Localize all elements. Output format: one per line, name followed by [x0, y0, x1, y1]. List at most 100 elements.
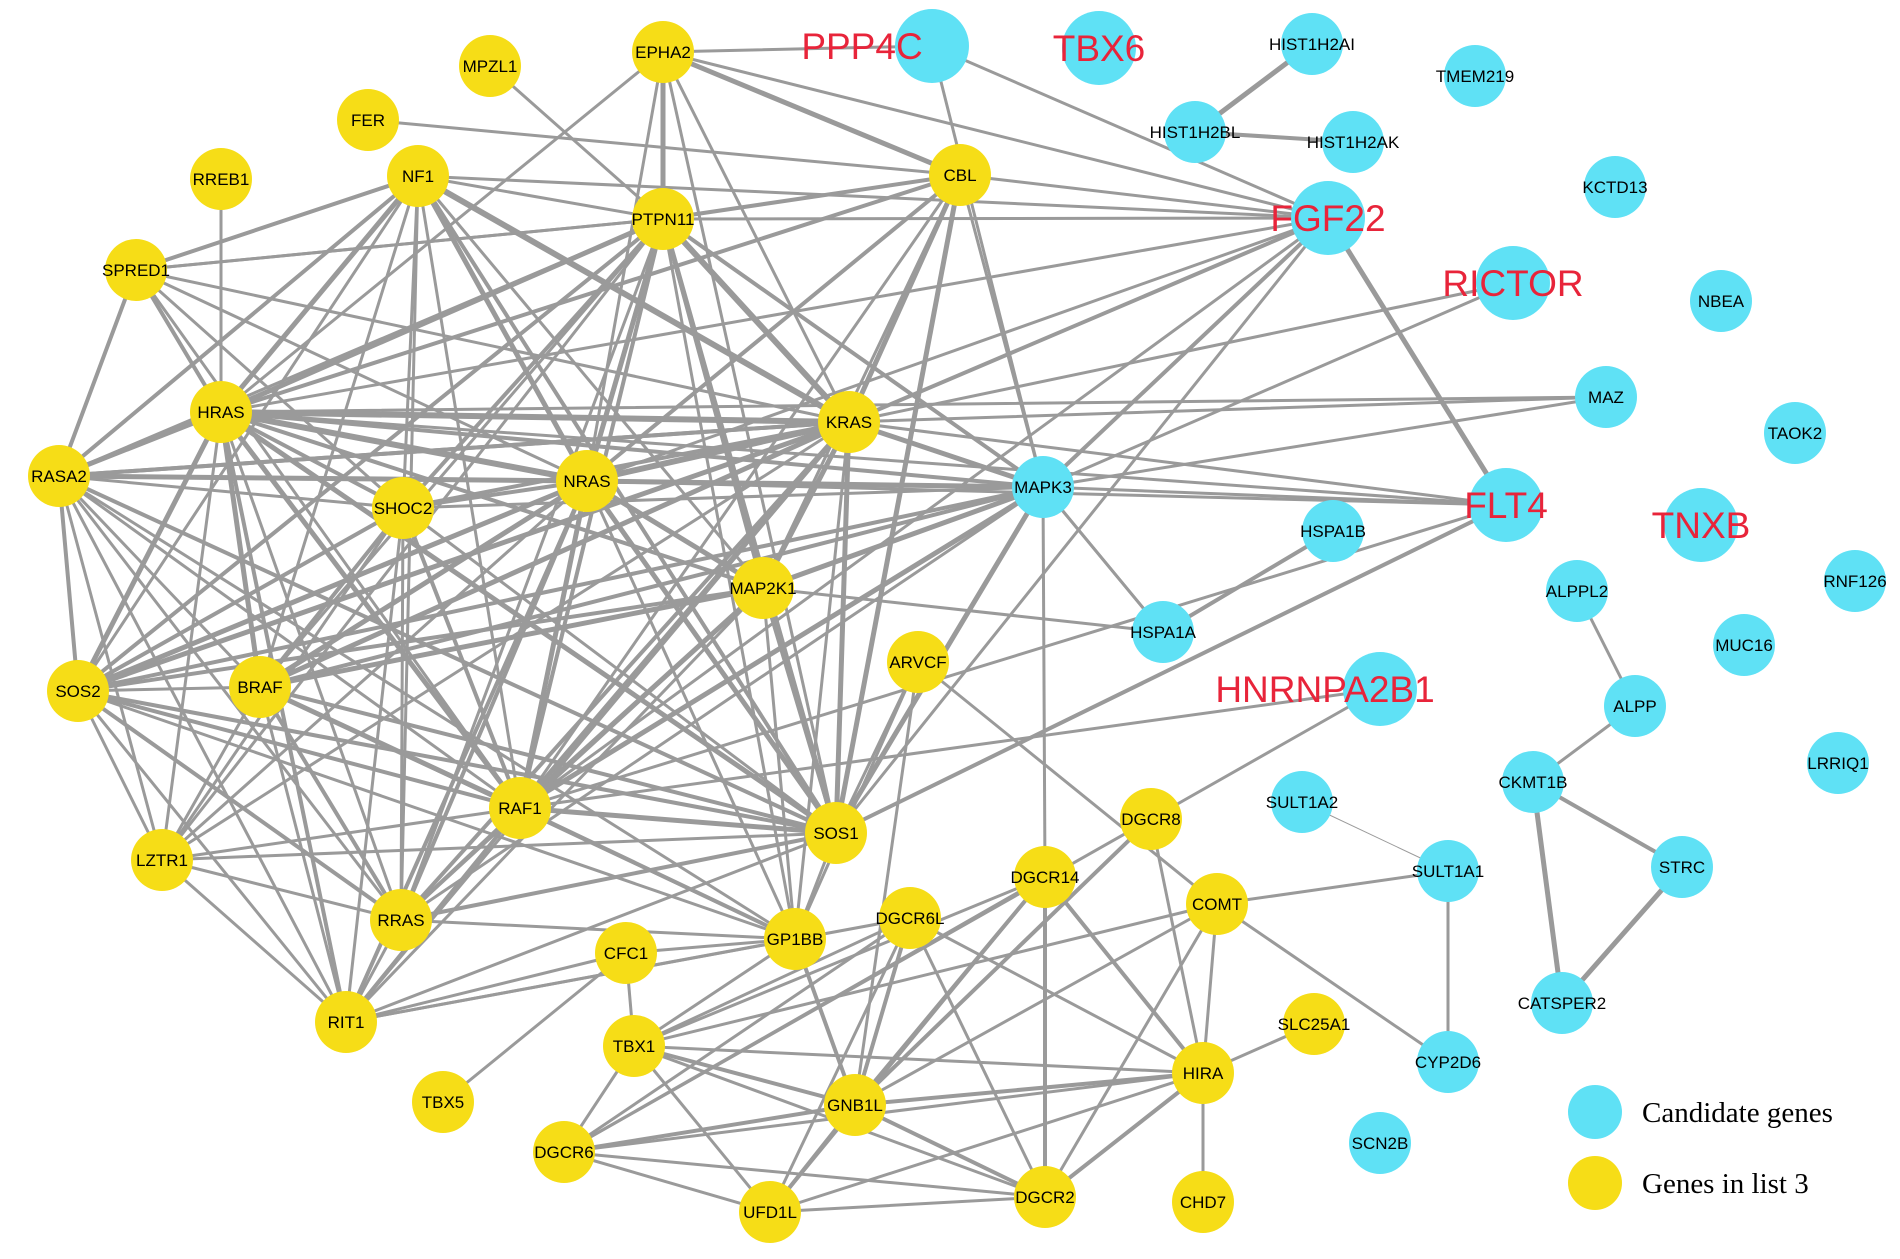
node-rras[interactable]: RRAS: [370, 889, 432, 951]
edge-cbl-map2k1: [761, 173, 962, 590]
node-rasa2[interactable]: RASA2: [28, 445, 90, 507]
node-circle-lztr1: [131, 829, 193, 891]
node-circle-tnxb: [1664, 488, 1738, 562]
node-tbx1[interactable]: TBX1: [603, 1015, 665, 1077]
node-rictor[interactable]: RICTOR: [1442, 246, 1584, 320]
node-raf1[interactable]: RAF1: [489, 777, 551, 839]
node-tmem219[interactable]: TMEM219: [1436, 45, 1514, 107]
edge-arvcf-gnb1l: [853, 660, 920, 1107]
edge-mapk3-ppp4c: [930, 44, 1045, 489]
node-circle-hspa1b: [1302, 500, 1364, 562]
edge-fgf22-ppp4c: [930, 44, 1330, 220]
node-rit1[interactable]: RIT1: [315, 991, 377, 1053]
node-lztr1[interactable]: LZTR1: [131, 829, 193, 891]
node-kras[interactable]: KRAS: [818, 391, 880, 453]
node-ptpn11[interactable]: PTPN11: [632, 188, 695, 250]
node-label-rasa2: RASA2: [31, 467, 87, 486]
node-rreb1[interactable]: RREB1: [190, 148, 252, 210]
node-ufd1l[interactable]: UFD1L: [739, 1181, 801, 1243]
edge-layer: [56, 41, 1685, 1214]
node-tnxb[interactable]: TNXB: [1652, 488, 1751, 562]
node-hist1h2ai[interactable]: HIST1H2AI: [1269, 13, 1355, 75]
edge-map2k1-rit1: [344, 586, 765, 1024]
node-nras[interactable]: NRAS: [556, 450, 618, 512]
edge-dgcr6-dgcr2: [562, 1150, 1047, 1199]
node-hira[interactable]: HIRA: [1172, 1042, 1234, 1104]
edge-raf1-sos1: [517, 805, 839, 836]
node-muc16[interactable]: MUC16: [1713, 614, 1775, 676]
node-lrriq1[interactable]: LRRIQ1: [1807, 732, 1869, 794]
node-epha2[interactable]: EPHA2: [632, 21, 694, 83]
node-flt4[interactable]: FLT4: [1464, 468, 1548, 542]
node-hspa1b[interactable]: HSPA1B: [1300, 500, 1366, 562]
node-sult1a1[interactable]: SULT1A1: [1412, 840, 1484, 902]
node-sos2[interactable]: SOS2: [47, 660, 109, 722]
edge-gnb1l-dgcr6: [562, 1103, 857, 1154]
node-alpp[interactable]: ALPP: [1604, 675, 1666, 737]
node-shoc2[interactable]: SHOC2: [372, 477, 434, 539]
node-fgf22[interactable]: FGF22: [1270, 181, 1386, 255]
node-gp1bb[interactable]: GP1BB: [764, 908, 826, 970]
node-map2k1[interactable]: MAP2K1: [729, 557, 797, 619]
node-circle-map2k1: [732, 557, 794, 619]
edge-hspa1b-hspa1a: [1161, 529, 1335, 634]
edge-ptpn11-map2k1: [661, 217, 765, 590]
node-tbx6[interactable]: TBX6: [1053, 11, 1146, 85]
edge-epha2-cbl: [660, 49, 963, 178]
edge-hras-map2k1: [219, 410, 765, 590]
node-hras[interactable]: HRAS: [190, 381, 252, 443]
node-comt[interactable]: COMT: [1186, 873, 1248, 935]
node-hist1h2ak[interactable]: HIST1H2AK: [1307, 111, 1400, 173]
node-label-tmem219: TMEM219: [1436, 67, 1514, 86]
node-dgcr6l[interactable]: DGCR6L: [876, 887, 945, 949]
node-rnf126[interactable]: RNF126: [1823, 550, 1887, 612]
node-hnrnpa2b1[interactable]: HNRNPA2B1: [1215, 652, 1435, 726]
node-circle-flt4: [1469, 468, 1543, 542]
node-scn2b[interactable]: SCN2B: [1349, 1112, 1411, 1174]
node-fer[interactable]: FER: [337, 89, 399, 151]
node-circle-raf1: [489, 777, 551, 839]
node-cyp2d6[interactable]: CYP2D6: [1415, 1031, 1481, 1093]
node-tbx5[interactable]: TBX5: [412, 1071, 474, 1133]
node-kctd13[interactable]: KCTD13: [1582, 156, 1648, 218]
node-circle-rictor: [1476, 246, 1550, 320]
node-label-flt4: FLT4: [1464, 485, 1548, 526]
edge-hras-rit1: [219, 410, 348, 1024]
edge-dgcr8-hira: [1149, 817, 1205, 1075]
node-dgcr2[interactable]: DGCR2: [1014, 1166, 1076, 1228]
node-hspa1a[interactable]: HSPA1A: [1130, 601, 1197, 663]
node-mapk3[interactable]: MAPK3: [1012, 456, 1074, 518]
node-slc25a1[interactable]: SLC25A1: [1278, 993, 1351, 1055]
node-spred1[interactable]: SPRED1: [102, 239, 170, 301]
node-cbl[interactable]: CBL: [929, 144, 991, 206]
edge-braf-rras: [258, 685, 403, 922]
node-dgcr14[interactable]: DGCR14: [1011, 846, 1080, 908]
node-nf1[interactable]: NF1: [387, 145, 449, 207]
node-gnb1l[interactable]: GNB1L: [824, 1074, 886, 1136]
node-alppl2[interactable]: ALPPL2: [1546, 560, 1608, 622]
node-braf[interactable]: BRAF: [229, 656, 291, 718]
edge-map2k1-hspa1a: [761, 586, 1165, 634]
node-cfc1[interactable]: CFC1: [595, 922, 657, 984]
node-hist1h2bl[interactable]: HIST1H2BL: [1150, 101, 1241, 163]
node-dgcr6[interactable]: DGCR6: [533, 1121, 595, 1183]
node-chd7[interactable]: CHD7: [1172, 1171, 1234, 1233]
node-ckmt1b[interactable]: CKMT1B: [1499, 751, 1568, 813]
node-sos1[interactable]: SOS1: [805, 802, 867, 864]
node-taok2[interactable]: TAOK2: [1764, 402, 1826, 464]
node-circle-cyp2d6: [1417, 1031, 1479, 1093]
node-ppp4c[interactable]: PPP4C: [801, 9, 969, 83]
node-strc[interactable]: STRC: [1651, 836, 1713, 898]
node-circle-ptpn11: [632, 188, 694, 250]
node-arvcf[interactable]: ARVCF: [887, 631, 949, 693]
node-label-scn2b: SCN2B: [1352, 1134, 1409, 1153]
node-sult1a2[interactable]: SULT1A2: [1266, 771, 1338, 833]
edge-spred1-rasa2: [57, 268, 138, 478]
node-maz[interactable]: MAZ: [1575, 366, 1637, 428]
node-catsper2[interactable]: CATSPER2: [1518, 972, 1607, 1034]
edge-kras-map2k1: [760, 419, 852, 591]
node-mpzl1[interactable]: MPZL1: [459, 35, 521, 97]
node-dgcr8[interactable]: DGCR8: [1120, 788, 1182, 850]
node-nbea[interactable]: NBEA: [1690, 270, 1752, 332]
